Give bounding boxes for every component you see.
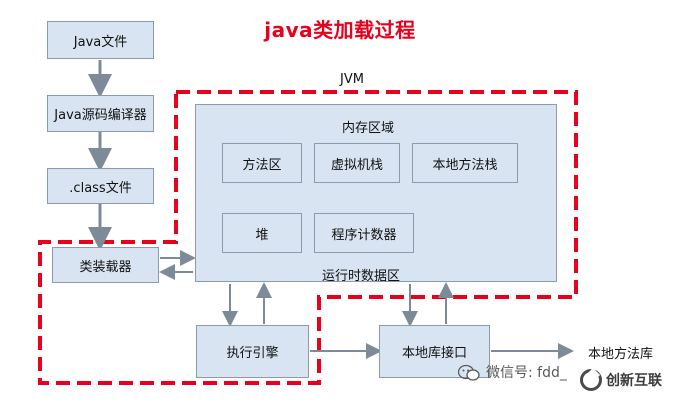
brand-watermark: 创新互联 xyxy=(580,366,672,394)
runtime-data-area: 内存区域 方法区 虚拟机栈 本地方法栈 堆 程序计数器 运行时数据区 xyxy=(195,104,557,284)
jvm-label: JVM xyxy=(340,72,364,87)
exec-engine-box: 执行引擎 xyxy=(196,325,309,378)
native-stack-box: 本地方法栈 xyxy=(412,143,518,183)
java-file-box: Java文件 xyxy=(47,21,154,59)
class-file-box: .class文件 xyxy=(47,168,154,204)
jvm-boundary xyxy=(38,90,578,385)
brand-logo-icon xyxy=(580,369,602,391)
method-area-box: 方法区 xyxy=(222,143,302,183)
runtime-label: 运行时数据区 xyxy=(322,269,401,284)
native-lib-label: 本地方法库 xyxy=(588,347,654,362)
wechat-watermark: 微信号: fdd_ xyxy=(460,362,567,382)
wechat-id: 微信号: fdd_ xyxy=(486,365,567,381)
diagram-title: java类加载过程 xyxy=(264,18,416,42)
native-interface-box: 本地库接口 xyxy=(379,325,490,378)
brand-name: 创新互联 xyxy=(606,373,662,389)
compiler-box: Java源码编译器 xyxy=(47,95,154,132)
pc-counter-box: 程序计数器 xyxy=(314,213,414,253)
vm-stack-box: 虚拟机栈 xyxy=(314,143,400,183)
heap-box: 堆 xyxy=(222,213,302,253)
wechat-icon xyxy=(458,364,480,381)
class-loader-box: 类装载器 xyxy=(52,247,159,283)
memory-area-label: 内存区域 xyxy=(342,121,395,136)
